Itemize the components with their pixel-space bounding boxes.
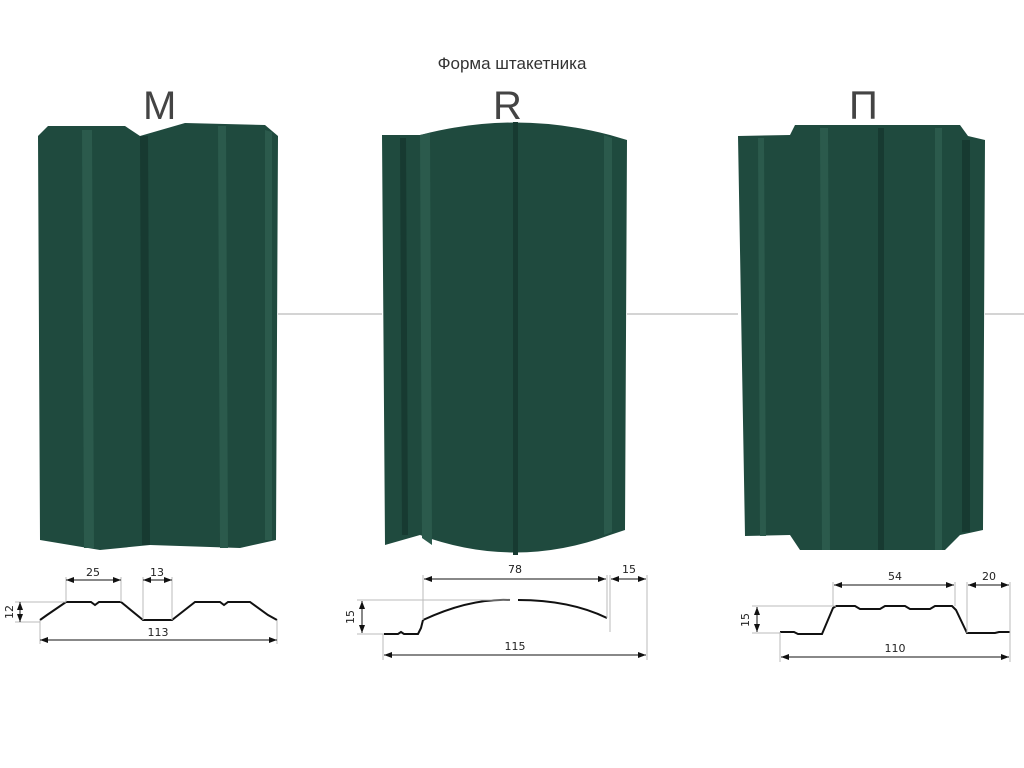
shape-label-m: M xyxy=(143,84,177,128)
dim-m-width: 113 xyxy=(148,626,169,639)
dim-p-top-a: 54 xyxy=(888,570,902,583)
panel-r xyxy=(382,122,627,555)
panel-m xyxy=(38,123,278,550)
dim-r-width: 115 xyxy=(505,640,526,653)
dim-r-top-b: 15 xyxy=(622,563,636,576)
dim-m-top-a: 25 xyxy=(86,566,100,579)
dim-r-top-a: 78 xyxy=(508,563,522,576)
dim-p-height: 15 xyxy=(739,613,752,627)
shape-label-p: П xyxy=(849,84,878,128)
panel-p xyxy=(738,125,985,550)
dim-p-width: 110 xyxy=(885,642,906,655)
diagram-title: Форма штакетника xyxy=(437,54,587,73)
dim-p-top-b: 20 xyxy=(982,570,996,583)
profile-r: 78 15 115 15 xyxy=(344,563,648,660)
dim-r-height: 15 xyxy=(344,610,357,624)
shape-label-r: R xyxy=(493,84,522,128)
profile-m: 25 13 113 12 xyxy=(3,566,278,644)
dim-m-top-b: 13 xyxy=(150,566,164,579)
dim-m-height: 12 xyxy=(3,605,16,619)
profile-p: 54 20 110 15 xyxy=(739,570,1011,662)
